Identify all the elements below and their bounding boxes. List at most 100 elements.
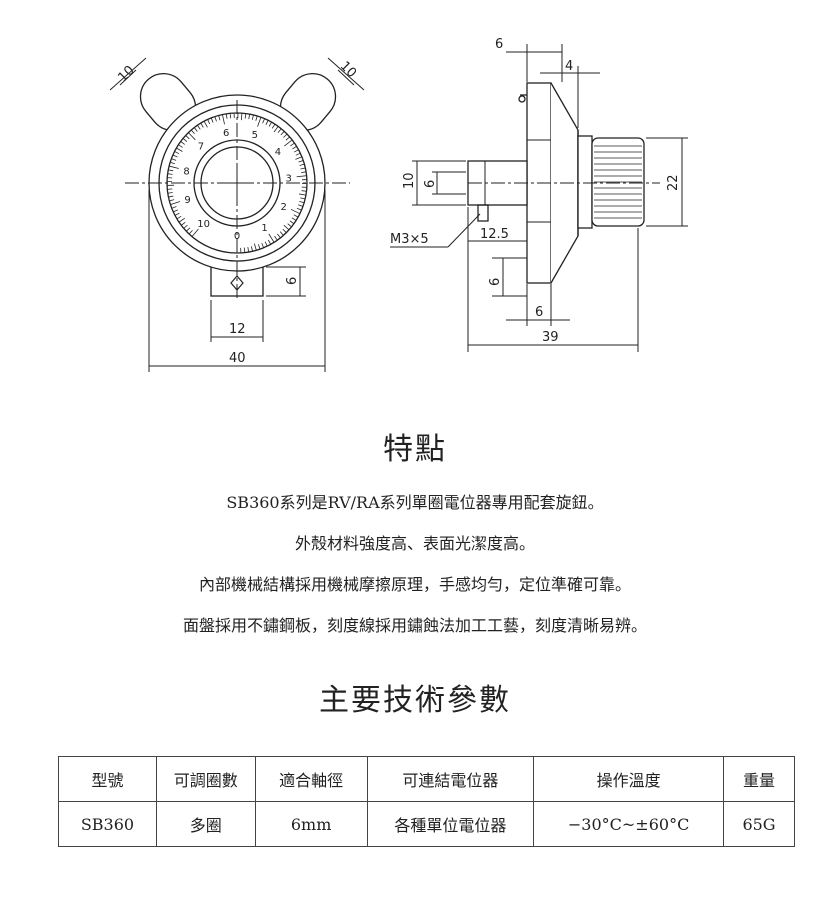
dial-tick — [287, 223, 292, 228]
dial-tick — [290, 142, 295, 147]
dial-number: 9 — [184, 195, 190, 206]
header-model: 型號 — [58, 756, 157, 802]
dial-tick — [167, 173, 173, 175]
dial-tick — [298, 204, 304, 207]
dial-number: 5 — [252, 130, 258, 141]
dial-tick — [181, 221, 186, 226]
feature-line: 內部機械結構採用機械摩擦原理，手感均勻，定位準確可靠。 — [198, 575, 631, 594]
dial-tick — [296, 175, 307, 178]
feature-line: 面盤採用不鏽鋼板，刻度線採用鏽蝕法加工工藝，刻度清晰易辨。 — [182, 616, 647, 635]
header-potentiometer: 可連結電位器 — [366, 756, 535, 802]
dial-tick — [277, 128, 282, 133]
dial-tick — [210, 117, 214, 123]
dial-tick — [298, 160, 304, 163]
dial-tick — [222, 114, 225, 125]
dial-number: 2 — [281, 202, 287, 213]
dial-tick — [247, 247, 250, 253]
dial-tick — [262, 118, 265, 124]
dim-knob-22: 22 — [666, 174, 681, 191]
dial-tick — [168, 165, 179, 169]
dial-tick — [243, 247, 246, 253]
cell-temperature: −30°C~±60°C — [533, 801, 725, 847]
dial-tick — [168, 169, 174, 172]
dial-tick — [268, 233, 275, 243]
dial-tick — [300, 167, 306, 170]
dial-tick — [191, 228, 199, 237]
dial-tick — [188, 230, 193, 235]
cell-potentiometer: 各種單位電位器 — [366, 801, 535, 847]
dial-tick — [268, 121, 272, 127]
dial-tick — [178, 217, 185, 223]
dial-number: 6 — [223, 128, 229, 139]
feature-line: SB360系列是RV/RA系列單圈電位器專用配套旋鈕。 — [226, 493, 604, 512]
header-shaft: 適合軸徑 — [254, 756, 368, 802]
dial-tick — [174, 151, 180, 155]
dim-overall-width: 40 — [229, 351, 246, 366]
dial-tick — [178, 144, 183, 148]
dial-tick — [251, 114, 254, 120]
dial-tick — [197, 125, 201, 130]
dial-tick — [295, 152, 301, 156]
dial-tick — [171, 158, 177, 161]
feature-line: 外殼材料強度高、表面光潔度高。 — [294, 534, 535, 553]
dial-tick — [271, 123, 276, 129]
dim-bottom-6: 6 — [535, 305, 543, 320]
dial-tick — [218, 115, 221, 121]
cell-shaft: 6mm — [254, 801, 368, 847]
dial-tick — [299, 200, 305, 204]
dial-tick — [203, 121, 208, 128]
dial-number: 1 — [261, 223, 267, 234]
dial-ticks — [167, 113, 308, 253]
dial-tick — [296, 207, 302, 211]
dial-tick — [174, 212, 180, 216]
header-weight: 重量 — [723, 756, 795, 802]
dial-tick — [273, 126, 279, 133]
dial-tick — [261, 242, 265, 248]
dim-top-4: 4 — [565, 59, 573, 74]
dim-screw: M3×5 — [390, 232, 429, 247]
dial-tick — [168, 195, 174, 198]
cell-model: SB360 — [58, 801, 157, 847]
dial-tick — [274, 235, 278, 241]
dial-tick — [180, 141, 185, 145]
dim-left-10: 10 — [402, 172, 417, 189]
dial-tick — [244, 113, 247, 119]
dial-tick — [183, 224, 188, 229]
dial-tick — [214, 116, 217, 122]
dial-tick — [255, 115, 258, 121]
dial-tick — [207, 119, 211, 125]
dim-arm-right: 10 — [337, 59, 359, 81]
dial-tick — [200, 122, 204, 128]
dial-tick — [169, 199, 175, 202]
features-title: 特點 — [383, 432, 447, 467]
dial-tick — [257, 117, 262, 127]
dial-tick — [284, 139, 293, 147]
front-view — [109, 57, 365, 372]
dial-number: 3 — [286, 174, 292, 185]
dial-tick — [298, 193, 307, 196]
dial-tick — [182, 138, 188, 142]
dial-tick — [282, 228, 287, 233]
dim-shaft-width: 12 — [229, 322, 246, 337]
dial-tick — [188, 132, 196, 141]
dial-tick — [176, 147, 183, 152]
dial-tick — [283, 224, 290, 231]
dial-tick — [253, 243, 257, 251]
side-view — [390, 44, 688, 352]
dial-tick — [292, 145, 297, 150]
dial-tick — [251, 246, 253, 252]
dim-top-6: 6 — [495, 37, 503, 52]
dial-tick — [291, 217, 297, 221]
dial-tick — [167, 192, 173, 194]
dial-number: 8 — [183, 166, 189, 177]
dial-number: 7 — [198, 142, 204, 153]
dial-tick — [267, 239, 272, 245]
dim-left-6: 6 — [423, 180, 438, 188]
cell-weight: 65G — [723, 801, 795, 847]
dial-number: 10 — [197, 219, 210, 230]
dial-tick — [283, 133, 288, 138]
dial-tick — [185, 135, 190, 140]
dial-tick — [257, 244, 261, 250]
